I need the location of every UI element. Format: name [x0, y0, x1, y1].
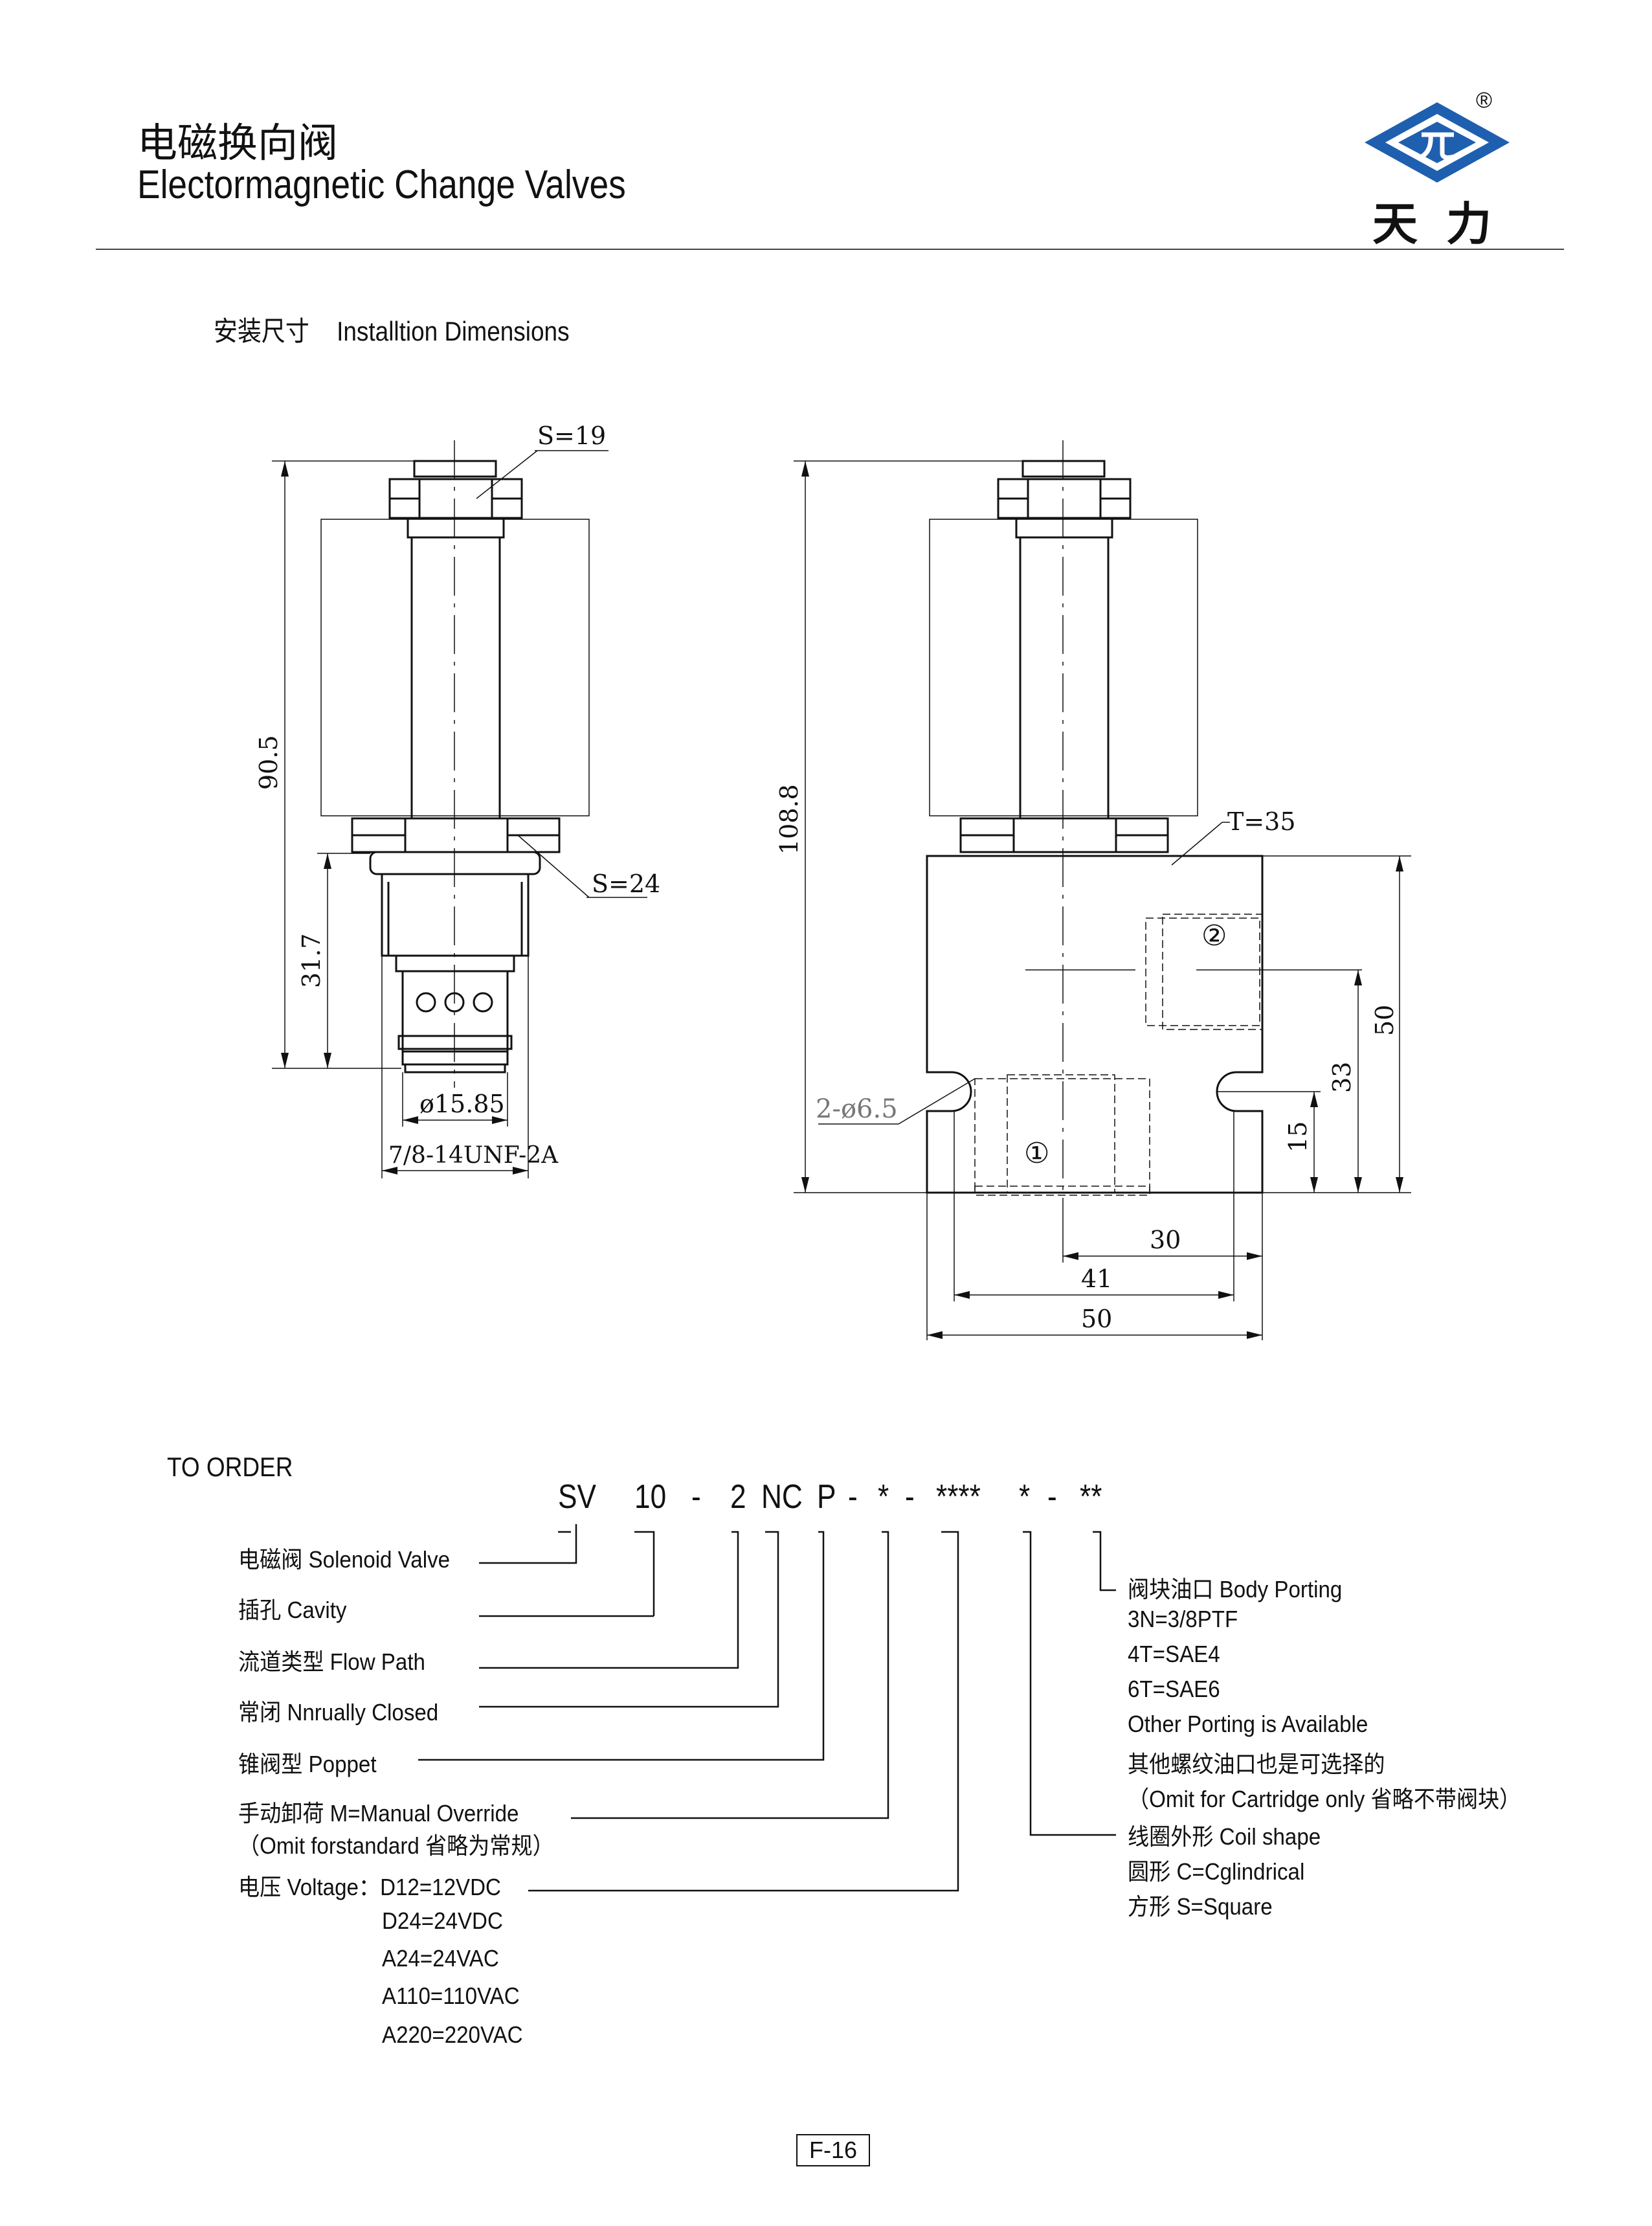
- manifold-block: [926, 855, 1264, 1194]
- code-sv: SV: [558, 1478, 596, 1516]
- page-title-en: Electormagnetic Change Valves: [137, 163, 626, 207]
- label-voltage: 电压 Voltage：D12=12VDC: [238, 1874, 501, 1900]
- dim-t35: T=35: [1227, 807, 1296, 836]
- dim-50-h: 50: [1081, 1305, 1112, 1333]
- code-star-4: ****: [936, 1478, 981, 1516]
- left-stem: [410, 536, 501, 820]
- label-body-porting: 阀块油口 Body Porting: [1128, 1576, 1343, 1602]
- left-top-cap: [413, 460, 497, 478]
- left-coil-outline: [320, 519, 590, 816]
- code-star-6: **: [1080, 1478, 1102, 1516]
- dim-90-5: 90.5: [254, 735, 283, 790]
- registered-mark: ®: [1476, 88, 1493, 113]
- port-1-label: ①: [1024, 1137, 1049, 1170]
- right-stem: [1019, 536, 1110, 820]
- code-p: P: [817, 1478, 836, 1516]
- code-dash-2: -: [848, 1478, 858, 1516]
- label-solenoid: 电磁阀 Solenoid Valve: [238, 1546, 451, 1573]
- label-d24: D24=24VDC: [382, 1907, 503, 1934]
- label-poppet: 锥阀型 Poppet: [238, 1751, 377, 1777]
- label-3n: 3N=3/8PTF: [1128, 1606, 1238, 1632]
- label-cylindrical: 圆形 C=Cglindrical: [1128, 1858, 1305, 1885]
- code-star-5: *: [1019, 1478, 1031, 1516]
- label-other-porting: Other Porting is Available: [1128, 1711, 1368, 1737]
- dim-holes: 2-ø6.5: [816, 1094, 898, 1124]
- header-divider: [96, 249, 1564, 250]
- label-omit-cartridge: （Omit for Cartridge only 省略不带阀块）: [1128, 1786, 1521, 1812]
- dim-15: 15: [1284, 1121, 1312, 1152]
- code-2: 2: [730, 1478, 746, 1516]
- code-dash-4: -: [1047, 1478, 1057, 1516]
- dim-108-8: 108.8: [775, 784, 803, 855]
- label-coil-shape: 线圈外形 Coil shape: [1128, 1823, 1321, 1850]
- page-title-cn: 电磁换向阀: [137, 121, 339, 166]
- brand-name: 天力: [1372, 197, 1520, 251]
- section-title: 安装尺寸 Installtion Dimensions: [214, 309, 570, 349]
- page-number: F-16: [796, 2134, 870, 2166]
- dim-s24: S=24: [592, 870, 660, 898]
- label-a110: A110=110VAC: [382, 1983, 520, 2009]
- port-2-label: ②: [1201, 919, 1227, 952]
- code-10: 10: [634, 1478, 667, 1516]
- dim-30: 30: [1150, 1226, 1181, 1254]
- right-coil-outline: [929, 519, 1198, 816]
- dim-41: 41: [1081, 1265, 1112, 1293]
- label-cavity: 插孔 Cavity: [238, 1597, 347, 1623]
- section-title-cn: 安装尺寸: [214, 316, 309, 346]
- code-nc: NC: [761, 1478, 803, 1516]
- label-flow-path: 流道类型 Flow Path: [238, 1648, 425, 1675]
- label-other-porting-cn: 其他螺纹油口也是可选择的: [1128, 1751, 1385, 1777]
- label-square: 方形 S=Square: [1128, 1893, 1273, 1920]
- label-a220: A220=220VAC: [382, 2021, 523, 2048]
- dim-diameter: ø15.85: [419, 1090, 505, 1118]
- code-star-1: *: [878, 1478, 889, 1516]
- dim-s19: S=19: [537, 422, 606, 450]
- code-dash-1: -: [691, 1478, 701, 1516]
- dim-31-7: 31.7: [297, 933, 326, 988]
- label-manual-override: 手动卸荷 M=Manual Override: [238, 1800, 519, 1827]
- label-omit-standard: （Omit forstandard 省略为常规）: [238, 1832, 554, 1859]
- section-title-en: Installtion Dimensions: [337, 316, 570, 346]
- dim-thread: 7/8-14UNF-2A: [388, 1142, 559, 1169]
- brand-logo-icon: [1365, 102, 1510, 183]
- dim-33: 33: [1328, 1062, 1356, 1093]
- dim-50-v: 50: [1370, 1005, 1399, 1036]
- order-title: TO ORDER: [167, 1452, 293, 1482]
- label-closed: 常闭 Nnrually Closed: [238, 1699, 439, 1726]
- label-a24: A24=24VAC: [382, 1945, 499, 1972]
- label-6t: 6T=SAE6: [1128, 1676, 1220, 1702]
- code-dash-3: -: [905, 1478, 915, 1516]
- label-4t: 4T=SAE4: [1128, 1641, 1220, 1667]
